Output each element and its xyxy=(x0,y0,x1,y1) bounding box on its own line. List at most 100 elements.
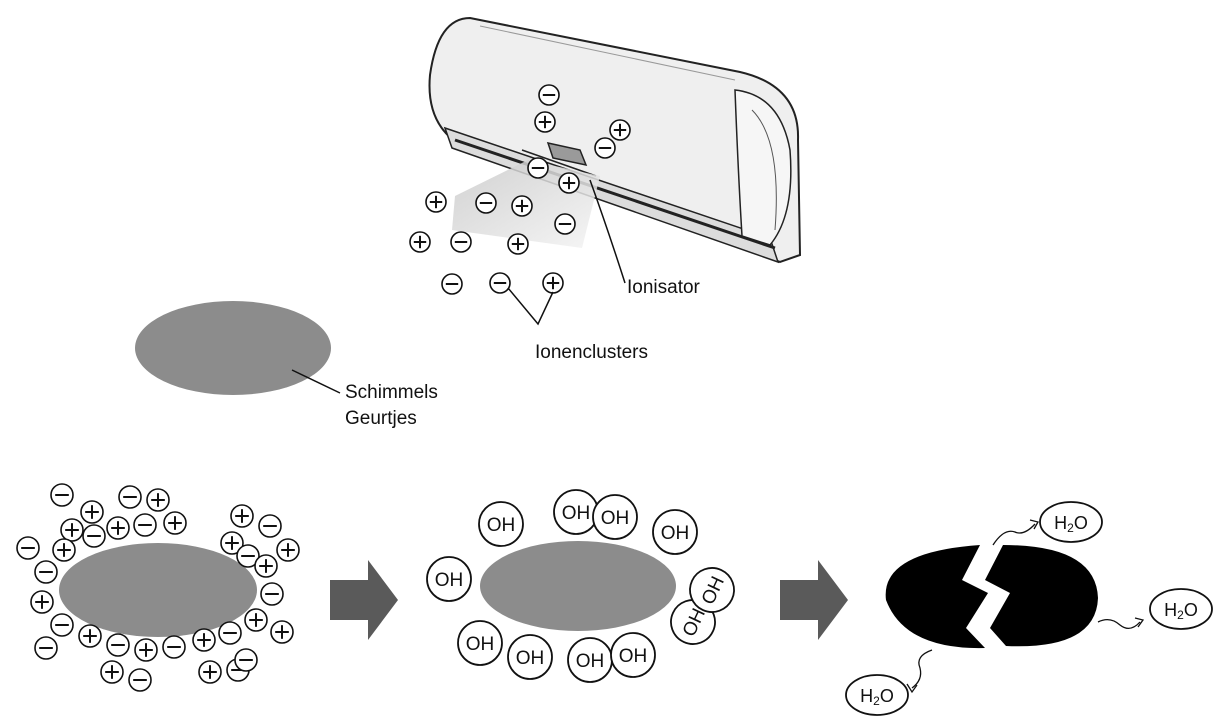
water-molecule: H2O xyxy=(845,674,909,716)
ionisator-leader-line xyxy=(589,179,626,284)
process-arrow-2 xyxy=(780,560,848,640)
hydroxyl-radical: OH xyxy=(592,494,638,540)
air-conditioner-unit xyxy=(428,16,802,264)
destroyed-particle-left xyxy=(885,545,988,649)
hydroxyl-label: OH xyxy=(487,515,516,536)
hydroxyl-label: OH xyxy=(619,646,648,667)
positive-ion-icon xyxy=(511,195,533,217)
hydroxyl-radical: OH xyxy=(610,632,656,678)
ac-air-outlet xyxy=(454,138,776,250)
positive-ion-icon xyxy=(52,538,76,562)
negative-ion-icon xyxy=(450,231,472,253)
negative-ion-icon xyxy=(234,648,258,672)
mold-label-line1: Schimmels xyxy=(345,382,438,403)
negative-ion-icon xyxy=(260,582,284,606)
negative-ion-icon xyxy=(236,544,260,568)
hydroxyl-label: OH xyxy=(516,648,545,669)
positive-ion-icon xyxy=(134,638,158,662)
negative-ion-icon xyxy=(594,137,616,159)
hydroxyl-radical: OH xyxy=(478,501,524,547)
water-molecule: H2O xyxy=(1039,501,1103,543)
positive-ion-icon xyxy=(270,620,294,644)
hydroxyl-label: OH xyxy=(466,634,495,655)
negative-ion-icon xyxy=(475,192,497,214)
negative-ion-icon xyxy=(16,536,40,560)
positive-ion-icon xyxy=(220,531,244,555)
negative-ion-icon xyxy=(50,483,74,507)
positive-ion-icon xyxy=(276,538,300,562)
positive-ion-icon xyxy=(163,511,187,535)
negative-ion-icon xyxy=(538,84,560,106)
positive-ion-icon xyxy=(146,488,170,512)
mold-leader-line xyxy=(291,369,341,394)
stage2-mold-particle xyxy=(480,541,676,631)
ionenclusters-bracket xyxy=(507,287,554,326)
stage3-water-molecules: H2O H2O H2O xyxy=(845,501,1213,716)
water-molecule: H2O xyxy=(1149,588,1213,630)
hydroxyl-label: OH xyxy=(562,503,591,524)
negative-ion-icon xyxy=(34,636,58,660)
ionizer-plate xyxy=(521,149,597,177)
positive-ion-icon xyxy=(254,554,278,578)
stage3-destroyed-particle: H2O H2O H2O xyxy=(845,501,1213,716)
destroyed-particle-right xyxy=(985,545,1098,647)
hydroxyl-radical: OH xyxy=(689,567,735,613)
stage1-mold-particle xyxy=(59,543,257,637)
ac-end-cap xyxy=(734,89,792,246)
negative-ion-icon xyxy=(441,273,463,295)
water-release-arrows xyxy=(906,519,1145,694)
hydroxyl-label: OH xyxy=(661,523,690,544)
negative-ion-icon xyxy=(162,635,186,659)
positive-ion-icon xyxy=(558,172,580,194)
positive-ion-icon xyxy=(192,628,216,652)
negative-ion-icon xyxy=(128,668,152,692)
hydroxyl-label: OH xyxy=(435,570,464,591)
stage1-ion-attachment xyxy=(16,483,300,692)
ionenclusters-label: Ionenclusters xyxy=(535,342,648,363)
hydroxyl-radical: OH xyxy=(652,509,698,555)
positive-ion-icon xyxy=(60,518,84,542)
positive-ion-icon xyxy=(80,500,104,524)
negative-ion-icon xyxy=(118,485,142,509)
positive-ion-icon xyxy=(100,660,124,684)
positive-ion-icon xyxy=(409,231,431,253)
hydroxyl-radical: OH xyxy=(553,489,599,535)
stage1-ion-cluster xyxy=(16,483,300,692)
negative-ion-icon xyxy=(554,213,576,235)
negative-ion-icon xyxy=(82,524,106,548)
negative-ion-icon xyxy=(50,613,74,637)
emitted-ions xyxy=(409,84,631,295)
positive-ion-icon xyxy=(244,608,268,632)
negative-ion-icon xyxy=(133,513,157,537)
positive-ion-icon xyxy=(425,191,447,213)
negative-ion-icon xyxy=(258,514,282,538)
positive-ion-icon xyxy=(30,590,54,614)
positive-ion-icon xyxy=(534,111,556,133)
positive-ion-icon xyxy=(507,233,529,255)
hydroxyl-radical: OH xyxy=(567,637,613,683)
mold-particle xyxy=(135,301,331,395)
water-label: H2O xyxy=(1164,600,1198,622)
negative-ion-icon xyxy=(527,157,549,179)
process-arrow-1 xyxy=(330,560,398,640)
positive-ion-icon xyxy=(198,660,222,684)
positive-ion-icon xyxy=(106,516,130,540)
hydroxyl-label: OH xyxy=(576,651,605,672)
negative-ion-icon xyxy=(106,633,130,657)
ionisator-label: Ionisator xyxy=(627,277,701,298)
mold-label-line2: Geurtjes xyxy=(345,408,417,429)
negative-ion-icon xyxy=(489,272,511,294)
positive-ion-icon xyxy=(542,272,564,294)
positive-ion-icon xyxy=(609,119,631,141)
hydroxyl-radical: OH xyxy=(426,556,472,602)
positive-ion-icon xyxy=(230,504,254,528)
water-label: H2O xyxy=(860,686,894,708)
hydroxyl-radical: OH xyxy=(507,634,553,680)
water-label: H2O xyxy=(1054,513,1088,535)
ionizer-module xyxy=(546,141,588,167)
positive-ion-icon xyxy=(78,624,102,648)
negative-ion-icon xyxy=(34,560,58,584)
